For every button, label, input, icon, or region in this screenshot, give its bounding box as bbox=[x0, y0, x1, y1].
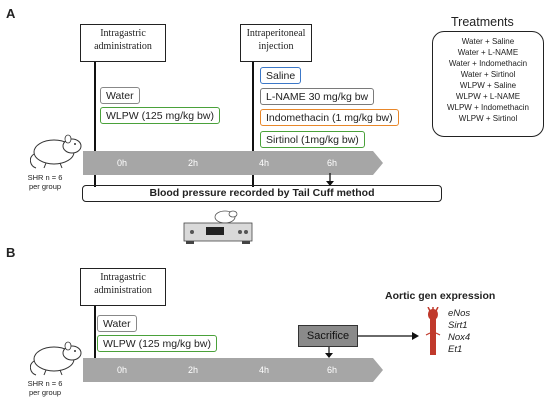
vertical-line-0h bbox=[94, 62, 96, 187]
treatment-item: Water + Sirtinol bbox=[460, 70, 516, 79]
wlpw-tag-b: WLPW (125 mg/kg bw) bbox=[97, 335, 217, 352]
blood-pressure-bar: Blood pressure recorded by Tail Cuff met… bbox=[82, 185, 442, 202]
gene-item: Et1 bbox=[448, 344, 463, 355]
treatment-item: Water + L-NAME bbox=[457, 48, 519, 57]
expression-title: Aortic gen expression bbox=[385, 290, 496, 302]
timeline-a-6h: 6h bbox=[327, 158, 338, 168]
gene-list: eNos Sirt1 Nox4 Et1 bbox=[448, 308, 470, 356]
l-name-tag: L-NAME 30 mg/kg bw bbox=[260, 88, 375, 105]
timeline-b-4h: 4h bbox=[259, 365, 270, 375]
treatment-item: Water + Indomethacin bbox=[448, 59, 528, 68]
treatment-item: Water + Saline bbox=[461, 37, 515, 46]
treatment-item: WLPW + L-NAME bbox=[455, 92, 521, 101]
wlpw-tag: WLPW (125 mg/kg bw) bbox=[100, 107, 220, 124]
rat-icon bbox=[30, 341, 82, 376]
aorta-icon bbox=[425, 307, 441, 355]
timeline-a-2h: 2h bbox=[188, 158, 199, 168]
timeline-a bbox=[83, 151, 383, 175]
rat-icon bbox=[30, 134, 82, 169]
indomethacin-tag: Indomethacin (1 mg/kg bw) bbox=[260, 109, 399, 126]
treatments-title: Treatments bbox=[451, 15, 514, 29]
saline-tag: Saline bbox=[260, 67, 302, 84]
rat-caption-b: SHR n = 6 per group bbox=[27, 379, 63, 397]
arrow-right-icon bbox=[358, 332, 419, 340]
gene-item: Sirt1 bbox=[448, 320, 468, 331]
timeline-a-4h: 4h bbox=[259, 158, 270, 168]
tail-cuff-device-icon bbox=[183, 210, 253, 244]
vertical-line-b-0h bbox=[94, 306, 96, 376]
timeline-b-0h: 0h bbox=[117, 365, 128, 375]
vertical-line-4h bbox=[252, 62, 254, 187]
intragastric-header-b: Intragastric administration bbox=[80, 268, 166, 306]
rat-caption-a: SHR n = 6 per group bbox=[27, 173, 63, 191]
gene-item: eNos bbox=[448, 308, 471, 319]
timeline-a-0h: 0h bbox=[117, 158, 128, 168]
treatment-item: WLPW + Saline bbox=[459, 81, 517, 90]
treatment-item: WLPW + Sirtinol bbox=[458, 114, 518, 123]
timeline-b-2h: 2h bbox=[188, 365, 199, 375]
panel-a-label: A bbox=[6, 6, 16, 21]
treatment-item: WLPW + Indomethacin bbox=[446, 103, 530, 112]
intraperitoneal-header: Intraperitoneal injection bbox=[240, 24, 312, 62]
treatments-list: Water + Saline Water + L-NAME Water + In… bbox=[432, 31, 544, 137]
panel-b-label: B bbox=[6, 245, 16, 260]
intragastric-header: Intragastric administration bbox=[80, 24, 166, 62]
arrow-down-icon bbox=[325, 347, 333, 358]
timeline-b bbox=[83, 358, 383, 382]
sirtinol-tag: Sirtinol (1mg/kg bw) bbox=[260, 131, 365, 148]
arrow-down-icon bbox=[326, 173, 334, 186]
sacrifice-box: Sacrifice bbox=[298, 325, 358, 347]
gene-item: Nox4 bbox=[448, 332, 471, 343]
timeline-b-6h: 6h bbox=[327, 365, 338, 375]
water-tag: Water bbox=[100, 87, 140, 104]
water-tag-b: Water bbox=[97, 315, 137, 332]
